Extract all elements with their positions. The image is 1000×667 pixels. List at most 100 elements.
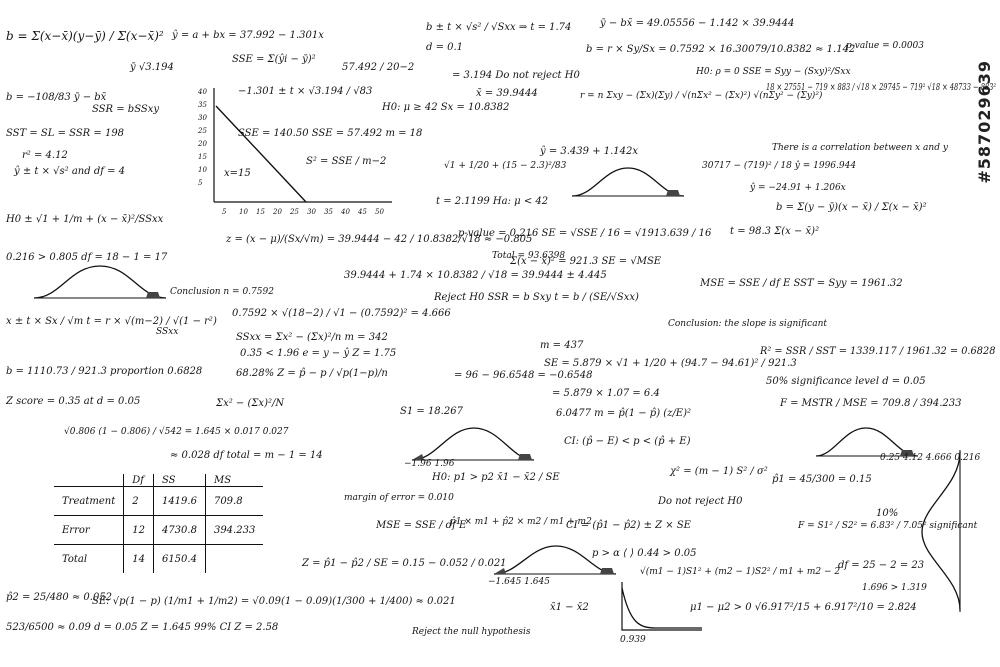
handwritten-equation: b = r × Sy/Sx = 0.7592 × 16.30079/10.838… — [586, 44, 856, 55]
x-tick-label: 25 — [289, 208, 299, 216]
handwritten-equation: ŷ = a + bx = 37.992 − 1.301x — [172, 30, 324, 41]
handwritten-equation: p-value = 0.216 SE = √SSE / 16 = √1913.6… — [458, 228, 712, 239]
y-tick-label: 15 — [198, 153, 207, 161]
x-tick-label: 30 — [307, 208, 316, 216]
x-tick-label: 50 — [375, 208, 384, 216]
handwritten-equation: Reject H0 SSR = b Sxy t = b / (SE/√Sxx) — [434, 292, 639, 303]
handwritten-equation: 50% significance level d = 0.05 — [766, 376, 926, 387]
handwritten-equation: Reject the null hypothesis — [412, 627, 531, 637]
anova-cell: 12 — [123, 515, 154, 545]
handwritten-equation: 30717 − (719)² / 18 ŷ = 1996.944 — [702, 161, 857, 171]
handwritten-equation: p̂1 = 45/300 = 0.15 — [772, 474, 872, 485]
handwritten-equation: H0 ± √1 + 1/m + (x − x̄)²/SSxx — [6, 214, 164, 225]
handwritten-equation: b = −108/83 ȳ − bx̄ — [6, 92, 107, 103]
handwritten-equation: df = 25 − 2 = 23 — [838, 560, 925, 571]
y-tick-label: 5 — [198, 179, 203, 187]
x-tick-label: 10 — [239, 208, 248, 216]
x-tick-label: 45 — [357, 208, 367, 216]
handwritten-equation: x ± t × Sx / √m t = r × √(m−2) / √(1 − r… — [6, 316, 217, 327]
handwritten-equation: 0.216 > 0.805 df = 18 − 1 = 17 — [6, 252, 168, 263]
handwritten-equation: p-value = 0.0003 — [846, 41, 925, 51]
handwritten-equation: ŷ = −24.91 + 1.206x — [750, 183, 846, 193]
handwritten-equation: margin of error = 0.010 — [344, 493, 454, 503]
bell-curve-vertical — [921, 450, 961, 612]
handwritten-equation: χ² = (m − 1) S² / σ² — [670, 466, 768, 477]
regression-line — [215, 105, 307, 203]
handwritten-equation: R² = SSR / SST = 1339.117 / 1961.32 = 0.… — [760, 346, 996, 357]
handwritten-equation: Conclusion n = 0.7592 — [170, 287, 274, 297]
handwritten-equation: p̂1 × m1 + p̂2 × m2 / m1 + m2 — [450, 517, 592, 527]
x-tick-label: 40 — [340, 208, 350, 216]
anova-cell: 1419.6 — [152, 486, 206, 516]
handwritten-equation: = 5.879 × 1.07 = 6.4 — [552, 388, 660, 399]
handwritten-equation: CI: (p̂ − E) < p < (p̂ + E) — [564, 436, 691, 447]
anova-cell: Treatment — [54, 486, 125, 516]
bell-curve-2 — [571, 167, 685, 197]
handwritten-equation: x̄1 − x̄2 — [550, 602, 589, 613]
handwritten-equation: SSxx — [156, 327, 179, 337]
handwritten-equation: −1.301 ± t × √3.194 / √83 — [238, 86, 373, 97]
handwritten-equation: = 96 − 96.6548 = −0.6548 — [454, 370, 593, 381]
handwritten-equation: 18 × 27551 − 719 × 883 / √18 × 29745 − 7… — [766, 83, 997, 93]
handwritten-equation: 1.696 > 1.319 — [862, 583, 927, 593]
handwritten-equation: r = n Σxy − (Σx)(Σy) / √(nΣx² − (Σx)²) √… — [580, 91, 823, 101]
handwritten-equation: F = MSTR / MSE = 709.8 / 394.233 — [780, 398, 962, 409]
handwritten-equation: Z = p̂1 − p̂2 / SE = 0.15 − 0.052 / 0.02… — [302, 558, 507, 569]
handwritten-equation: 39.9444 + 1.74 × 10.8382 / √18 = 39.9444… — [344, 270, 607, 281]
handwritten-equation: H0: μ ≥ 42 Sx = 10.8382 — [382, 102, 510, 113]
handwritten-equation: SE = 5.879 × √1 + 1/20 + (94.7 − 94.61)²… — [544, 358, 797, 369]
anova-cell: 6150.4 — [152, 544, 206, 573]
handwritten-equation: Z score = 0.35 at d = 0.05 — [6, 396, 141, 407]
handwritten-equation: SSE = Σ(ŷi − ȳ)² — [232, 54, 316, 65]
x-tick-label: 15 — [256, 208, 265, 216]
handwritten-equation: √1 + 1/20 + (15 − 2.3)²/83 — [444, 161, 567, 171]
handwritten-equation: √0.806 (1 − 0.806) / √542 = 1.645 × 0.01… — [64, 427, 289, 437]
handwritten-equation: b ± t × √s² / √Sxx ⇒ t = 1.74 — [426, 22, 572, 33]
handwritten-equation: z = (x − μ)/(Sx/√m) = 39.9444 − 42 / 10.… — [226, 234, 533, 245]
y-tick-label: 25 — [197, 127, 207, 135]
anova-header-cell: Df — [123, 474, 154, 487]
handwritten-equation: p̂2 = 25/480 ≈ 0.052 — [6, 592, 113, 603]
handwritten-equation: 6.0477 m = p̂(1 − p̂) (z/E)² — [556, 408, 692, 419]
handwritten-equation: F = S1² / S2² = 6.83² / 7.05² significan… — [798, 521, 978, 531]
bell-curve-4 — [815, 427, 919, 457]
anova-header-cell: SS — [152, 474, 206, 487]
handwritten-equation: Total = 93.6398 — [492, 251, 566, 261]
bell-curve-1 — [33, 265, 167, 299]
handwritten-equation: ≈ 0.028 df total = m − 1 = 14 — [170, 450, 323, 461]
scatter-point-label: x=15 — [224, 168, 251, 179]
x-tick-label: 20 — [272, 208, 282, 216]
anova-cell: 14 — [123, 544, 154, 573]
handwritten-equation: Do not reject H0 — [658, 496, 743, 507]
x-tick-label: 5 — [222, 208, 227, 216]
handwritten-equation: −1.645 1.645 — [488, 577, 550, 587]
handwritten-equation: 0.939 — [620, 635, 646, 645]
handwritten-equation: ȳ − bx̄ = 49.05556 − 1.142 × 39.9444 — [600, 18, 795, 29]
handwritten-equation: p > α ⟨ ⟩ 0.44 > 0.05 — [592, 548, 697, 559]
y-tick-label: 30 — [198, 114, 207, 122]
bell-curve-6 — [621, 582, 702, 631]
handwritten-equation: ȳ √3.194 — [130, 62, 174, 73]
handwritten-equation: Σx² − (Σx)²/N — [216, 398, 285, 409]
y-tick-label: 35 — [198, 101, 207, 109]
handwritten-equation: d = 0.1 — [426, 42, 464, 53]
handwritten-equation: ŷ = 3.439 + 1.142x — [540, 146, 639, 157]
anova-cell: 709.8 — [204, 486, 264, 516]
handwritten-equation: 57.492 / 20−2 — [342, 62, 415, 73]
handwritten-equation: 0.7592 × √(18−2) / √1 − (0.7592)² = 4.66… — [232, 308, 451, 319]
anova-cell: 4730.8 — [152, 515, 206, 545]
handwritten-equation: 10% — [876, 508, 899, 519]
handwritten-equation: SSR = bSSxy — [92, 104, 160, 115]
handwritten-equation: H0: p1 > p2 x̄1 − x̄2 / SE — [432, 472, 560, 483]
handwritten-equation: m = 437 — [540, 340, 584, 351]
y-tick-label: 20 — [197, 140, 207, 148]
handwritten-equation: μ1 − μ2 > 0 √6.917²/15 + 6.917²/10 = 2.8… — [690, 602, 917, 613]
handwritten-equation: b = Σ(y − ȳ)(x − x̄) / Σ(x − x̄)² — [776, 202, 927, 213]
handwritten-equation: 523/6500 ≈ 0.09 d = 0.05 Z = 1.645 99% C… — [6, 622, 279, 633]
handwritten-equation: S1 = 18.267 — [400, 406, 463, 417]
handwritten-equation: SSE = 140.50 SSE = 57.492 m = 18 — [238, 128, 423, 139]
handwritten-equation: 0.35 < 1.96 e = y − ŷ Z = 1.75 — [240, 348, 397, 359]
handwritten-equation: Σ(x − x̄)² = 921.3 SE = √MSE — [510, 256, 662, 267]
anova-header-cell — [54, 474, 125, 487]
